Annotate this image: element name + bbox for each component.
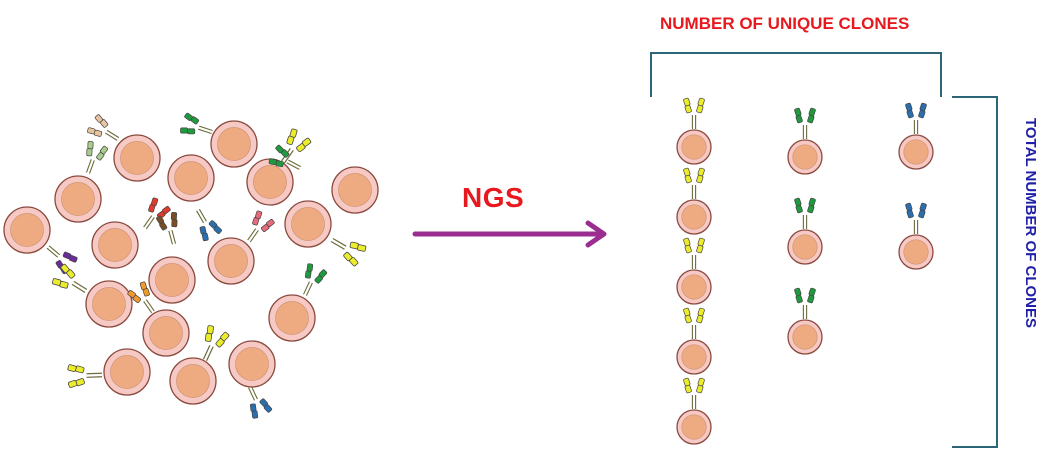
yellow-receptor [281,128,312,164]
yellow-receptor [683,97,705,129]
b-cell [113,134,161,182]
yellow-receptor [202,325,230,361]
yellow-receptor [683,167,705,199]
b-cell [228,340,276,388]
pink-receptor [247,210,275,243]
blue-receptor [196,208,222,242]
b-cell [898,234,934,270]
green-receptor [268,144,302,170]
b-cell [787,229,823,265]
ngs-label: NGS [462,182,525,213]
cell-pool [3,112,379,419]
b-cell [207,237,255,285]
b-cell [85,280,133,328]
b-cell [142,309,190,357]
yellow-receptor [683,307,705,339]
b-cell [676,339,712,375]
b-cell [331,166,379,214]
total-clones-label: TOTAL NUMBER OF CLONES [1022,118,1039,328]
b-cell [167,154,215,202]
ngs-arrow-head [585,220,607,248]
purple-receptor [46,245,78,275]
green-receptor [303,263,328,296]
b-cell [3,206,51,254]
blue-receptor [248,386,273,419]
b-cell [169,357,217,405]
b-cell [54,175,102,223]
brown-receptor [156,212,178,245]
b-cell [148,256,196,304]
yellow-receptor [683,377,705,409]
b-cell [246,158,294,206]
yellow-receptor [330,237,367,267]
green-receptor [180,112,213,135]
light-green-receptor [85,141,109,174]
b-cell [898,134,934,170]
b-cell [676,199,712,235]
unique-clones-bracket [650,52,942,97]
green-receptor [794,287,816,319]
green-receptor [794,107,816,139]
blue-receptor [905,202,927,234]
green-receptor [794,197,816,229]
total-clones-bracket [952,96,998,448]
yellow-receptor [52,263,88,294]
unique-clones-label: NUMBER OF UNIQUE CLONES [660,14,910,33]
b-cell [210,120,258,168]
yellow-receptor [683,237,705,269]
yellow-receptor [67,364,103,388]
b-cell [787,139,823,175]
tan-receptor [87,114,120,141]
b-cell [91,221,139,269]
b-cell [676,269,712,305]
b-cell [284,200,332,248]
b-cell [268,294,316,342]
sorted-clones [676,97,934,445]
orange-receptor [127,281,155,314]
b-cell [676,129,712,165]
b-cell [103,348,151,396]
blue-receptor [905,102,927,134]
b-cell [787,319,823,355]
red-receptor [143,197,171,230]
b-cell [676,409,712,445]
